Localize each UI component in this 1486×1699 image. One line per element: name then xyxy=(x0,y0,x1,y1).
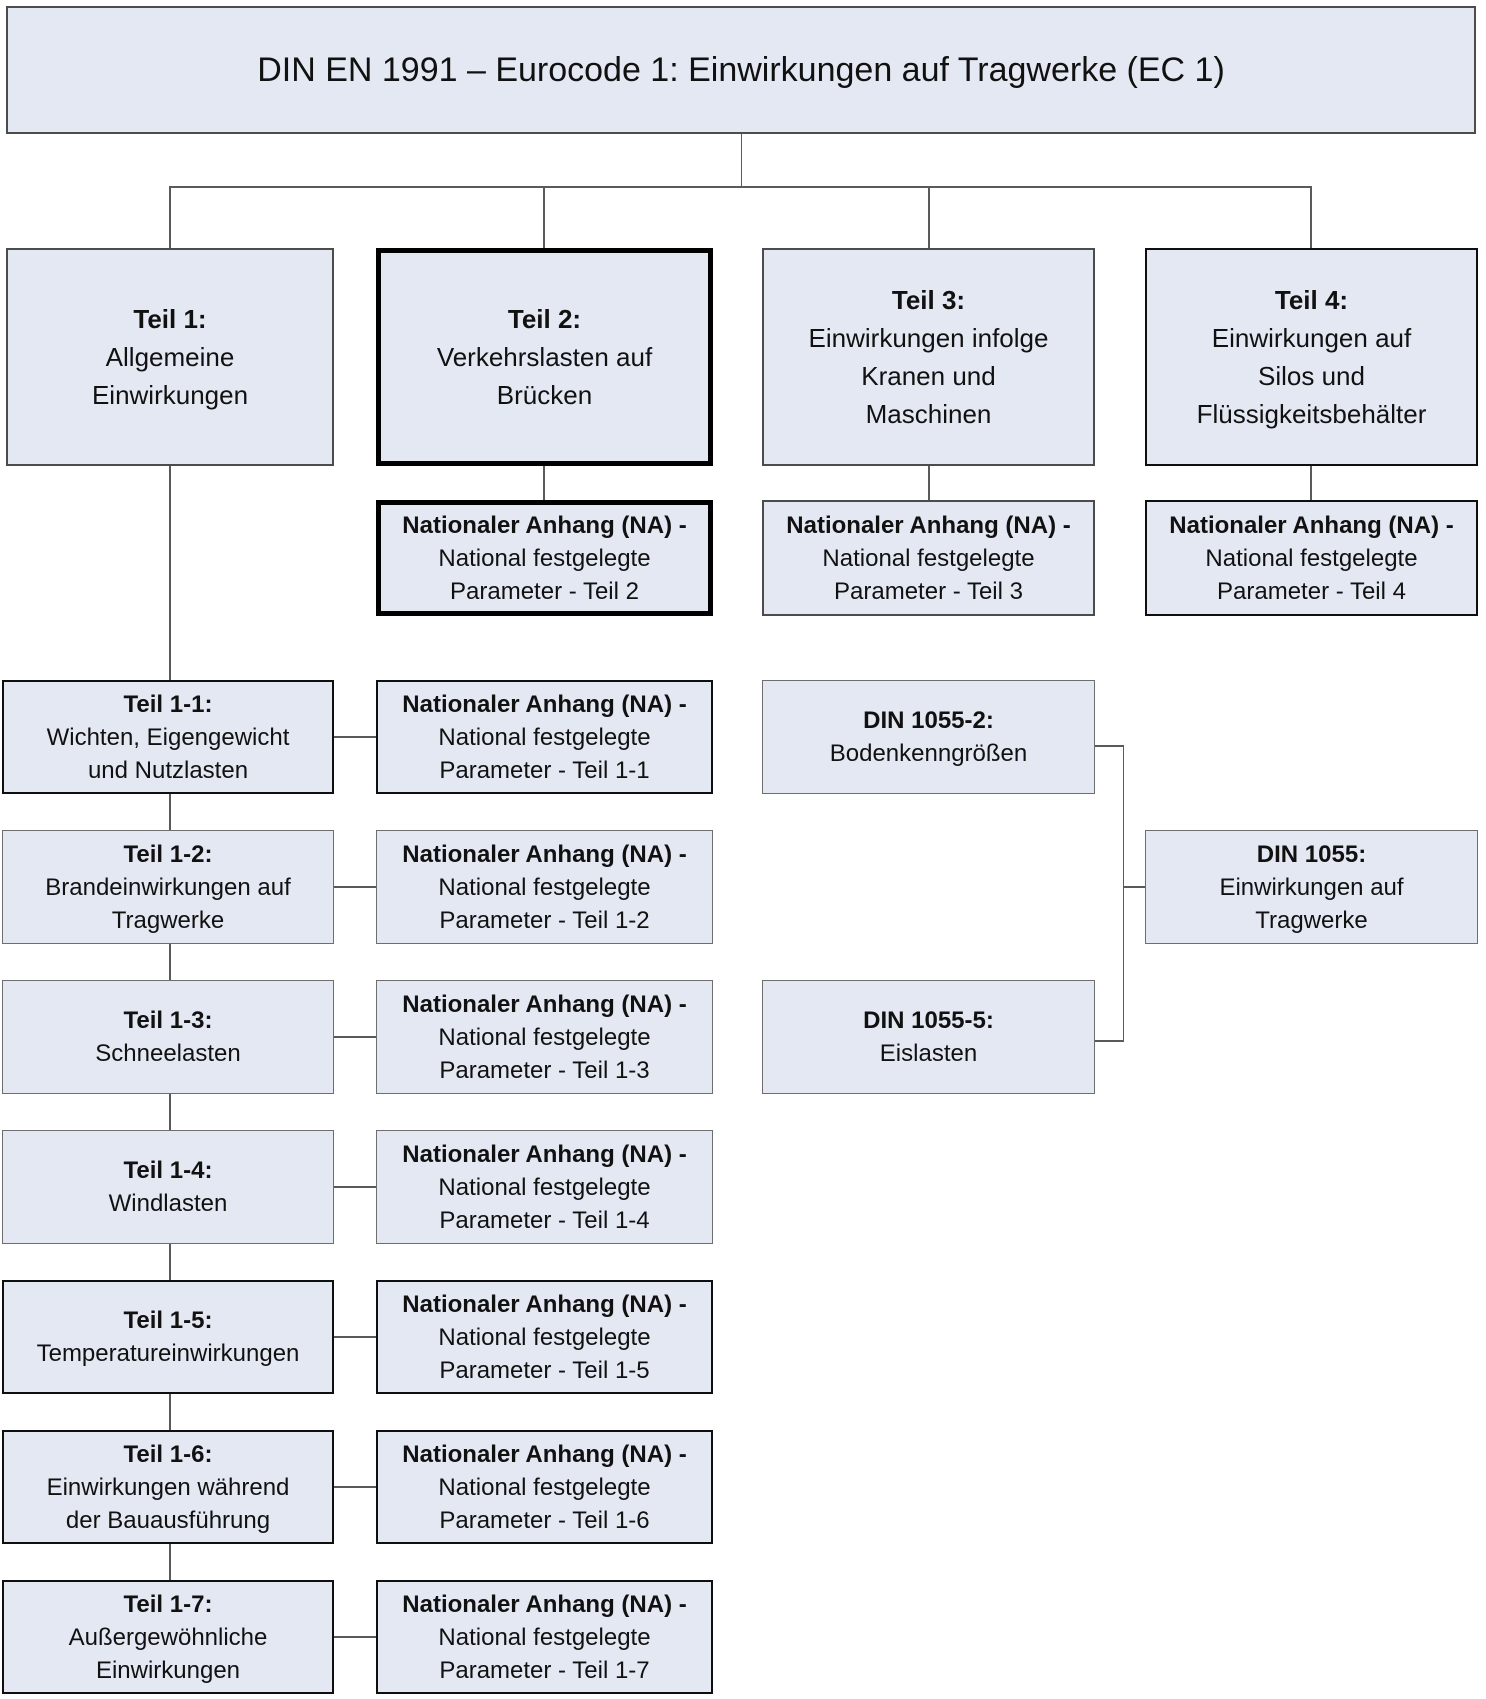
box-heading: Teil 1-7: xyxy=(123,1590,213,1618)
connector-din-vertical xyxy=(1122,745,1124,1041)
box-teil-1-5: Teil 1-5: Temperatureinwirkungen xyxy=(2,1280,334,1394)
box-heading: Nationaler Anhang (NA) - xyxy=(402,840,687,868)
connector-din1055-in xyxy=(1122,886,1147,888)
box-body: Außergewöhnliche Einwirkungen xyxy=(68,1623,268,1684)
box-body: Brandeinwirkungen auf Tragwerke xyxy=(45,873,291,934)
box-title: DIN EN 1991 – Eurocode 1: Einwirkungen a… xyxy=(6,6,1476,134)
box-teil-1-3: Teil 1-3: Schneelasten xyxy=(2,980,334,1094)
box-na-teil-4: Nationaler Anhang (NA) - National festge… xyxy=(1145,500,1478,616)
connector-stub-teil2 xyxy=(543,186,545,248)
box-na-teil-2: Nationaler Anhang (NA) - National festge… xyxy=(376,500,713,616)
box-teil-1-7: Teil 1-7: Außergewöhnliche Einwirkungen xyxy=(2,1580,334,1694)
box-heading: Teil 1-1: xyxy=(123,690,213,718)
box-heading: Teil 1-5: xyxy=(123,1307,213,1334)
box-heading: Teil 1-4: xyxy=(123,1157,213,1184)
box-teil-4: Teil 4: Einwirkungen auf Silos und Flüss… xyxy=(1145,248,1478,466)
diagram-title: DIN EN 1991 – Eurocode 1: Einwirkungen a… xyxy=(257,51,1225,89)
box-heading: Nationaler Anhang (NA) - xyxy=(402,990,687,1018)
box-body: Einwirkungen auf Tragwerke xyxy=(1219,873,1404,934)
box-body: National festgelegte Parameter - Teil 4 xyxy=(1205,544,1418,605)
connector-stub-teil4 xyxy=(1310,186,1312,248)
box-heading: DIN 1055: xyxy=(1256,840,1367,868)
box-heading: Nationaler Anhang (NA) - xyxy=(1169,511,1454,539)
box-body: Einwirkungen infolge Kranen und Maschine… xyxy=(808,323,1049,429)
connector-stub-teil3 xyxy=(928,186,930,248)
box-heading: DIN 1055-2: xyxy=(863,707,994,734)
box-din-1055-2: DIN 1055-2: Bodenkenngrößen xyxy=(762,680,1095,794)
box-body: National festgelegte Parameter - Teil 1-… xyxy=(438,723,651,784)
box-heading: Teil 1-2: xyxy=(123,840,213,868)
box-heading: DIN 1055-5: xyxy=(863,1007,994,1034)
box-heading: Teil 3: xyxy=(891,285,966,315)
connector-row-5 xyxy=(334,1336,376,1338)
box-body: Wichten, Eigengewicht und Nutzlasten xyxy=(46,723,290,784)
connector-stub-teil1 xyxy=(169,186,171,248)
box-body: Allgemeine Einwirkungen xyxy=(91,342,249,410)
box-heading: Nationaler Anhang (NA) - xyxy=(402,1440,687,1468)
box-teil-1-2: Teil 1-2: Brandeinwirkungen auf Tragwerk… xyxy=(2,830,334,944)
box-teil-1-6: Teil 1-6: Einwirkungen während der Bauau… xyxy=(2,1430,334,1544)
connector-teil2-na xyxy=(543,466,545,500)
connector-teil3-na xyxy=(928,466,930,500)
connector-row-2 xyxy=(334,886,376,888)
box-din-1055: DIN 1055: Einwirkungen auf Tragwerke xyxy=(1145,830,1478,944)
box-na-teil-1-7: Nationaler Anhang (NA) - National festge… xyxy=(376,1580,713,1694)
connector-teil4-na xyxy=(1310,466,1312,500)
box-body: Bodenkenngrößen xyxy=(829,740,1028,767)
box-heading: Nationaler Anhang (NA) - xyxy=(402,690,687,718)
box-na-teil-1-3: Nationaler Anhang (NA) - National festge… xyxy=(376,980,713,1094)
box-teil-1-4: Teil 1-4: Windlasten xyxy=(2,1130,334,1244)
connector-row-1 xyxy=(334,736,376,738)
box-body: Temperatureinwirkungen xyxy=(36,1340,300,1367)
box-body: Einwirkungen während der Bauausführung xyxy=(46,1473,290,1534)
box-body: Eislasten xyxy=(879,1040,978,1067)
box-body: National festgelegte Parameter - Teil 1-… xyxy=(438,1473,651,1534)
box-body: National festgelegte Parameter - Teil 1-… xyxy=(438,1323,651,1384)
box-body: National festgelegte Parameter - Teil 1-… xyxy=(438,1173,651,1234)
box-na-teil-1-6: Nationaler Anhang (NA) - National festge… xyxy=(376,1430,713,1544)
box-heading: Teil 1-3: xyxy=(123,1007,213,1034)
box-body: National festgelegte Parameter - Teil 1-… xyxy=(438,873,651,934)
box-body: Einwirkungen auf Silos und Flüssigkeitsb… xyxy=(1196,323,1427,429)
connector-row-7 xyxy=(334,1636,376,1638)
box-na-teil-1-2: Nationaler Anhang (NA) - National festge… xyxy=(376,830,713,944)
connector-din1055-2-out xyxy=(1095,745,1124,747)
box-heading: Nationaler Anhang (NA) - xyxy=(402,1590,687,1618)
box-teil-1-1: Teil 1-1: Wichten, Eigengewicht und Nutz… xyxy=(2,680,334,794)
box-din-1055-5: DIN 1055-5: Eislasten xyxy=(762,980,1095,1094)
box-body: Windlasten xyxy=(108,1190,228,1217)
box-body: National festgelegte Parameter - Teil 3 xyxy=(822,544,1035,605)
connector-row-3 xyxy=(334,1036,376,1038)
box-na-teil-3: Nationaler Anhang (NA) - National festge… xyxy=(762,500,1095,616)
connector-din1055-5-in xyxy=(1095,1040,1124,1042)
box-heading: Teil 2: xyxy=(507,304,582,334)
connector-title-down xyxy=(740,134,742,187)
connector-top-horizontal xyxy=(170,186,1312,188)
box-body: Verkehrslasten auf Brücken xyxy=(436,342,653,410)
connector-row-4 xyxy=(334,1186,376,1188)
box-body: National festgelegte Parameter - Teil 2 xyxy=(438,544,651,605)
box-heading: Teil 1: xyxy=(133,304,207,334)
box-body: Schneelasten xyxy=(95,1040,241,1067)
box-body: National festgelegte Parameter - Teil 1-… xyxy=(438,1623,651,1684)
box-teil-3: Teil 3: Einwirkungen infolge Kranen und … xyxy=(762,248,1095,466)
box-teil-1: Teil 1: Allgemeine Einwirkungen xyxy=(6,248,334,466)
box-heading: Nationaler Anhang (NA) - xyxy=(402,1290,687,1318)
box-heading: Nationaler Anhang (NA) - xyxy=(402,1140,687,1168)
box-heading: Teil 4: xyxy=(1274,285,1349,315)
box-heading: Teil 1-6: xyxy=(123,1440,213,1468)
box-teil-2: Teil 2: Verkehrslasten auf Brücken xyxy=(376,248,713,466)
connector-row-6 xyxy=(334,1486,376,1488)
box-heading: Nationaler Anhang (NA) - xyxy=(786,511,1071,539)
box-body: National festgelegte Parameter - Teil 1-… xyxy=(438,1023,651,1084)
box-na-teil-1-4: Nationaler Anhang (NA) - National festge… xyxy=(376,1130,713,1244)
box-na-teil-1-5: Nationaler Anhang (NA) - National festge… xyxy=(376,1280,713,1394)
box-na-teil-1-1: Nationaler Anhang (NA) - National festge… xyxy=(376,680,713,794)
box-heading: Nationaler Anhang (NA) - xyxy=(402,511,687,539)
